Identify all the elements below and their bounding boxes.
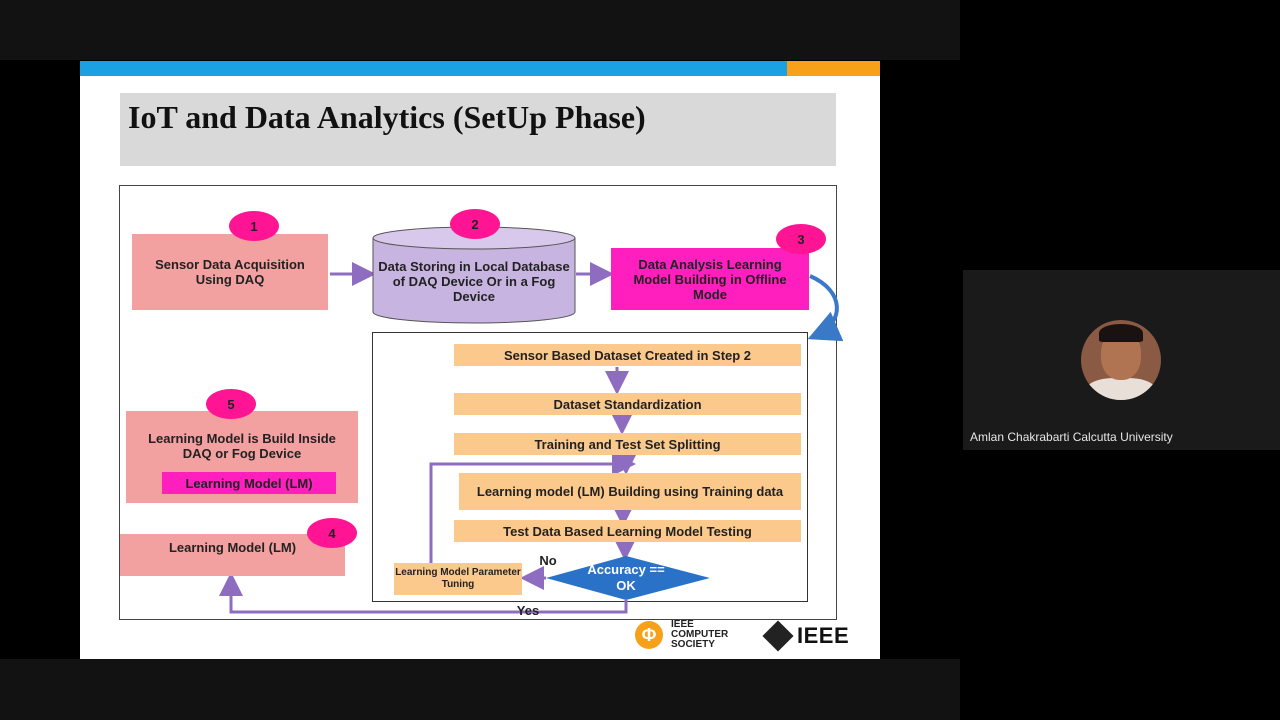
ieee-logo-text: IEEE bbox=[797, 623, 850, 648]
label-no: No bbox=[539, 552, 557, 568]
pipeline-step-model-building: Learning model (LM) Building using Train… bbox=[459, 473, 801, 510]
slide-title: IoT and Data Analytics (SetUp Phase) bbox=[128, 99, 646, 135]
step4-badge: 4 bbox=[307, 518, 357, 548]
arrow-tuning-loop bbox=[429, 452, 636, 566]
diagram-connectors bbox=[219, 262, 844, 614]
step5-text: Learning Model is Build Inside DAQ or Fo… bbox=[148, 431, 336, 461]
step3-badge-number: 3 bbox=[797, 231, 805, 247]
bottom-bar bbox=[0, 659, 960, 720]
pipeline-step-dataset-created: Sensor Based Dataset Created in Step 2 bbox=[454, 344, 801, 366]
step4-badge-number: 4 bbox=[328, 525, 336, 541]
pipeline-step-standardization: Dataset Standardization bbox=[454, 393, 801, 415]
step1-text: Sensor Data Acquisition Using DAQ bbox=[155, 257, 305, 287]
step4-learning-model-box: Learning Model (LM) bbox=[120, 534, 345, 576]
step2-badge: 2 bbox=[450, 209, 500, 239]
avatar-shirt bbox=[1086, 378, 1156, 400]
step3-text: Data Analysis Learning Model Building in… bbox=[633, 256, 787, 302]
participant-video-tile[interactable]: Amlan Chakrabarti Calcutta University bbox=[963, 270, 1280, 450]
step2-badge-number: 2 bbox=[471, 216, 479, 232]
diagram-frame bbox=[119, 185, 837, 620]
step3-badge: 3 bbox=[776, 224, 826, 254]
step1-badge-number: 1 bbox=[250, 218, 258, 234]
step1-badge: 1 bbox=[229, 211, 279, 241]
accent-stripe-blue bbox=[80, 61, 787, 76]
step1-sensor-acquisition-box: Sensor Data Acquisition Using DAQ bbox=[132, 234, 328, 310]
pipeline-panel bbox=[372, 332, 808, 602]
participant-avatar bbox=[1081, 320, 1161, 400]
arrow-3-to-panel bbox=[807, 274, 844, 342]
ieee-logo: IEEE bbox=[762, 620, 850, 652]
top-bar bbox=[0, 0, 960, 60]
ieee-diamond-icon bbox=[762, 620, 794, 652]
accent-stripe-orange bbox=[787, 61, 880, 76]
computer-society-icon: Φ bbox=[635, 621, 663, 649]
parameter-tuning-box: Learning Model Parameter Tuning bbox=[394, 563, 522, 595]
label-yes: Yes bbox=[516, 602, 540, 618]
step5-badge: 5 bbox=[206, 389, 256, 419]
title-band bbox=[120, 93, 836, 166]
step3-offline-model-box: Data Analysis Learning Model Building in… bbox=[611, 248, 809, 310]
computer-society-text: IEEE COMPUTER SOCIETY bbox=[671, 619, 729, 650]
step5-badge-number: 5 bbox=[227, 396, 235, 412]
pipeline-step-train-test-split: Training and Test Set Splitting bbox=[454, 433, 801, 455]
avatar-hair bbox=[1099, 324, 1143, 342]
pipeline-step-model-testing: Test Data Based Learning Model Testing bbox=[454, 520, 801, 542]
step5-learning-model-label: Learning Model (LM) bbox=[162, 472, 336, 494]
step2-text: Data Storing in Local Database of DAQ De… bbox=[378, 259, 570, 304]
participant-name: Amlan Chakrabarti Calcutta University bbox=[970, 430, 1173, 444]
decision-label: Accuracy == OK bbox=[587, 562, 665, 593]
presentation-slide: IoT and Data Analytics (SetUp Phase) bbox=[80, 61, 880, 659]
decision-diamond bbox=[546, 556, 710, 600]
